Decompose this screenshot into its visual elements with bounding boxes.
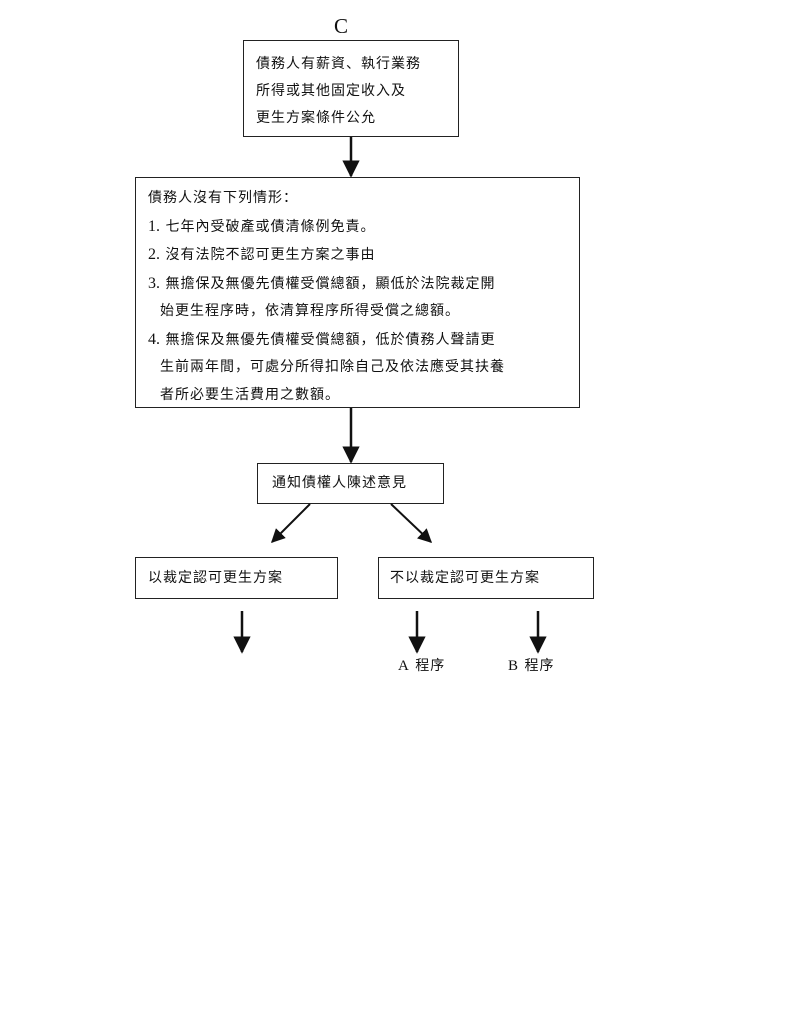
arrow-notify-to-deny	[390, 503, 433, 543]
condition-text: 無擔保及無優先債權受償總額，低於債務人聲請更	[165, 331, 496, 348]
approve-plan-box: 以裁定認可更生方案	[135, 557, 338, 599]
deny-plan-box: 不以裁定認可更生方案	[378, 557, 594, 599]
condition-text: 七年內受破產或債清條例免責。	[165, 218, 376, 235]
start-condition-line: 更生方案條件公允	[256, 110, 376, 126]
condition-number: 3.	[148, 274, 160, 292]
procedure-b-label: B 程序	[508, 657, 554, 675]
notify-creditors-text: 通知債權人陳述意見	[272, 475, 407, 491]
deny-plan-text: 不以裁定認可更生方案	[390, 570, 540, 586]
start-condition-line: 債務人有薪資、執行業務	[256, 56, 421, 72]
conditions-heading: 債務人沒有下列情形：	[148, 190, 298, 206]
condition-continuation: 者所必要生活費用之數額。	[160, 386, 340, 403]
procedure-text: 程序	[524, 658, 555, 674]
condition-text: 無擔保及無優先債權受償總額，顯低於法院裁定開	[165, 275, 496, 292]
condition-number: 2.	[148, 246, 160, 263]
page-label: C	[334, 14, 349, 38]
procedure-letter: A	[398, 658, 410, 674]
condition-continuation: 始更生程序時，依清算程序所得受償之總額。	[160, 303, 460, 319]
condition-item-3: 3. 無擔保及無優先債權受償總額，顯低於法院裁定開	[148, 270, 571, 299]
condition-item-2: 2. 沒有法院不認可更生方案之事由	[148, 241, 571, 270]
condition-continuation: 生前兩年間，可處分所得扣除自己及依法應受其扶養	[160, 359, 505, 375]
procedure-text: 程序	[415, 658, 446, 674]
condition-text: 沒有法院不認可更生方案之事由	[165, 247, 376, 263]
exclusion-conditions-box: 債務人沒有下列情形： 1. 七年內受破產或債清條例免責。 2. 沒有法院不認可更…	[135, 177, 580, 408]
procedure-letter: B	[508, 658, 520, 674]
approve-plan-text: 以裁定認可更生方案	[148, 570, 283, 586]
condition-item-4: 4. 無擔保及無優先債權受償總額，低於債務人聲請更	[148, 326, 571, 355]
notify-creditors-box: 通知債權人陳述意見	[257, 463, 444, 504]
start-condition-box: 債務人有薪資、執行業務 所得或其他固定收入及 更生方案條件公允	[243, 40, 459, 137]
condition-item-1: 1. 七年內受破產或債清條例免責。	[148, 213, 571, 242]
arrow-notify-to-approve	[271, 503, 311, 543]
start-condition-line: 所得或其他固定收入及	[256, 83, 406, 99]
condition-number: 4.	[148, 330, 160, 348]
procedure-a-label: A 程序	[398, 657, 445, 675]
condition-number: 1.	[148, 217, 160, 235]
